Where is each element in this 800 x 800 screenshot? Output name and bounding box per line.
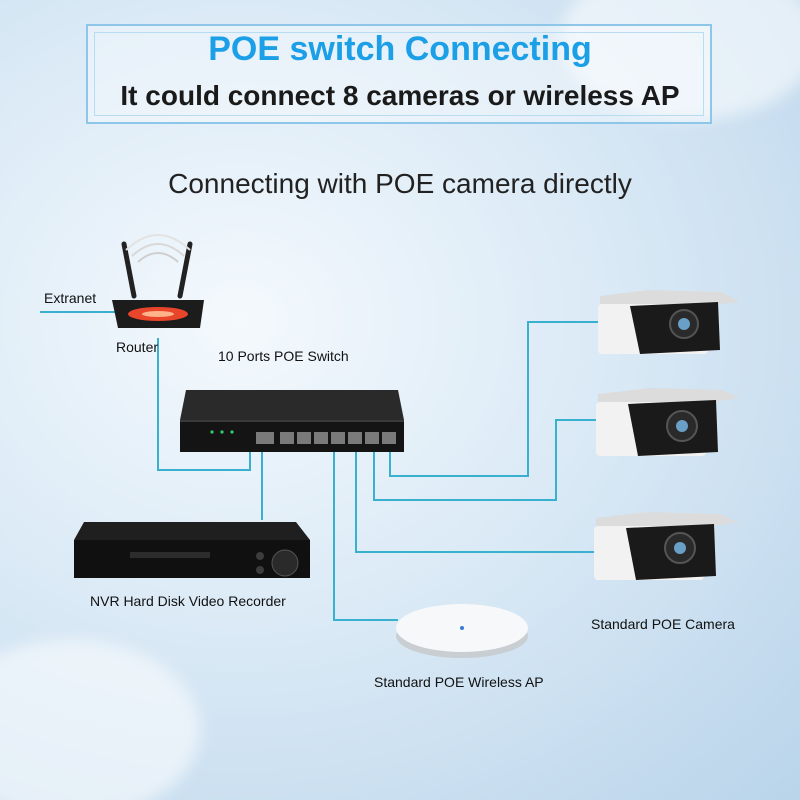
nvr-icon [74, 522, 310, 578]
switch-camera2-line [373, 419, 600, 501]
switch-ap-line [333, 452, 398, 621]
title-panel [86, 24, 712, 124]
camera-label: Standard POE Camera [591, 616, 735, 632]
ap-label: Standard POE Wireless AP [374, 674, 544, 690]
switch-camera1-line [389, 321, 600, 477]
router-switch-line [157, 338, 251, 471]
nvr-label: NVR Hard Disk Video Recorder [90, 593, 286, 609]
switch-camera3-line [355, 452, 600, 553]
wireless-ap-icon [396, 604, 528, 658]
camera-icon [594, 512, 738, 580]
camera-icon [596, 388, 740, 456]
extranet-label: Extranet [44, 290, 97, 306]
title-subline: It could connect 8 cameras or wireless A… [120, 80, 680, 111]
router-icon [112, 234, 204, 328]
heading: Connecting with POE camera directly [168, 168, 632, 199]
poe-switch-icon [180, 390, 404, 452]
title: POE switch Connecting [208, 30, 592, 68]
router-label: Router [116, 339, 159, 355]
connection-lines [40, 311, 600, 621]
camera-icon [598, 290, 740, 354]
switch-label: 10 Ports POE Switch [218, 348, 349, 364]
title-panel-border [94, 32, 704, 116]
